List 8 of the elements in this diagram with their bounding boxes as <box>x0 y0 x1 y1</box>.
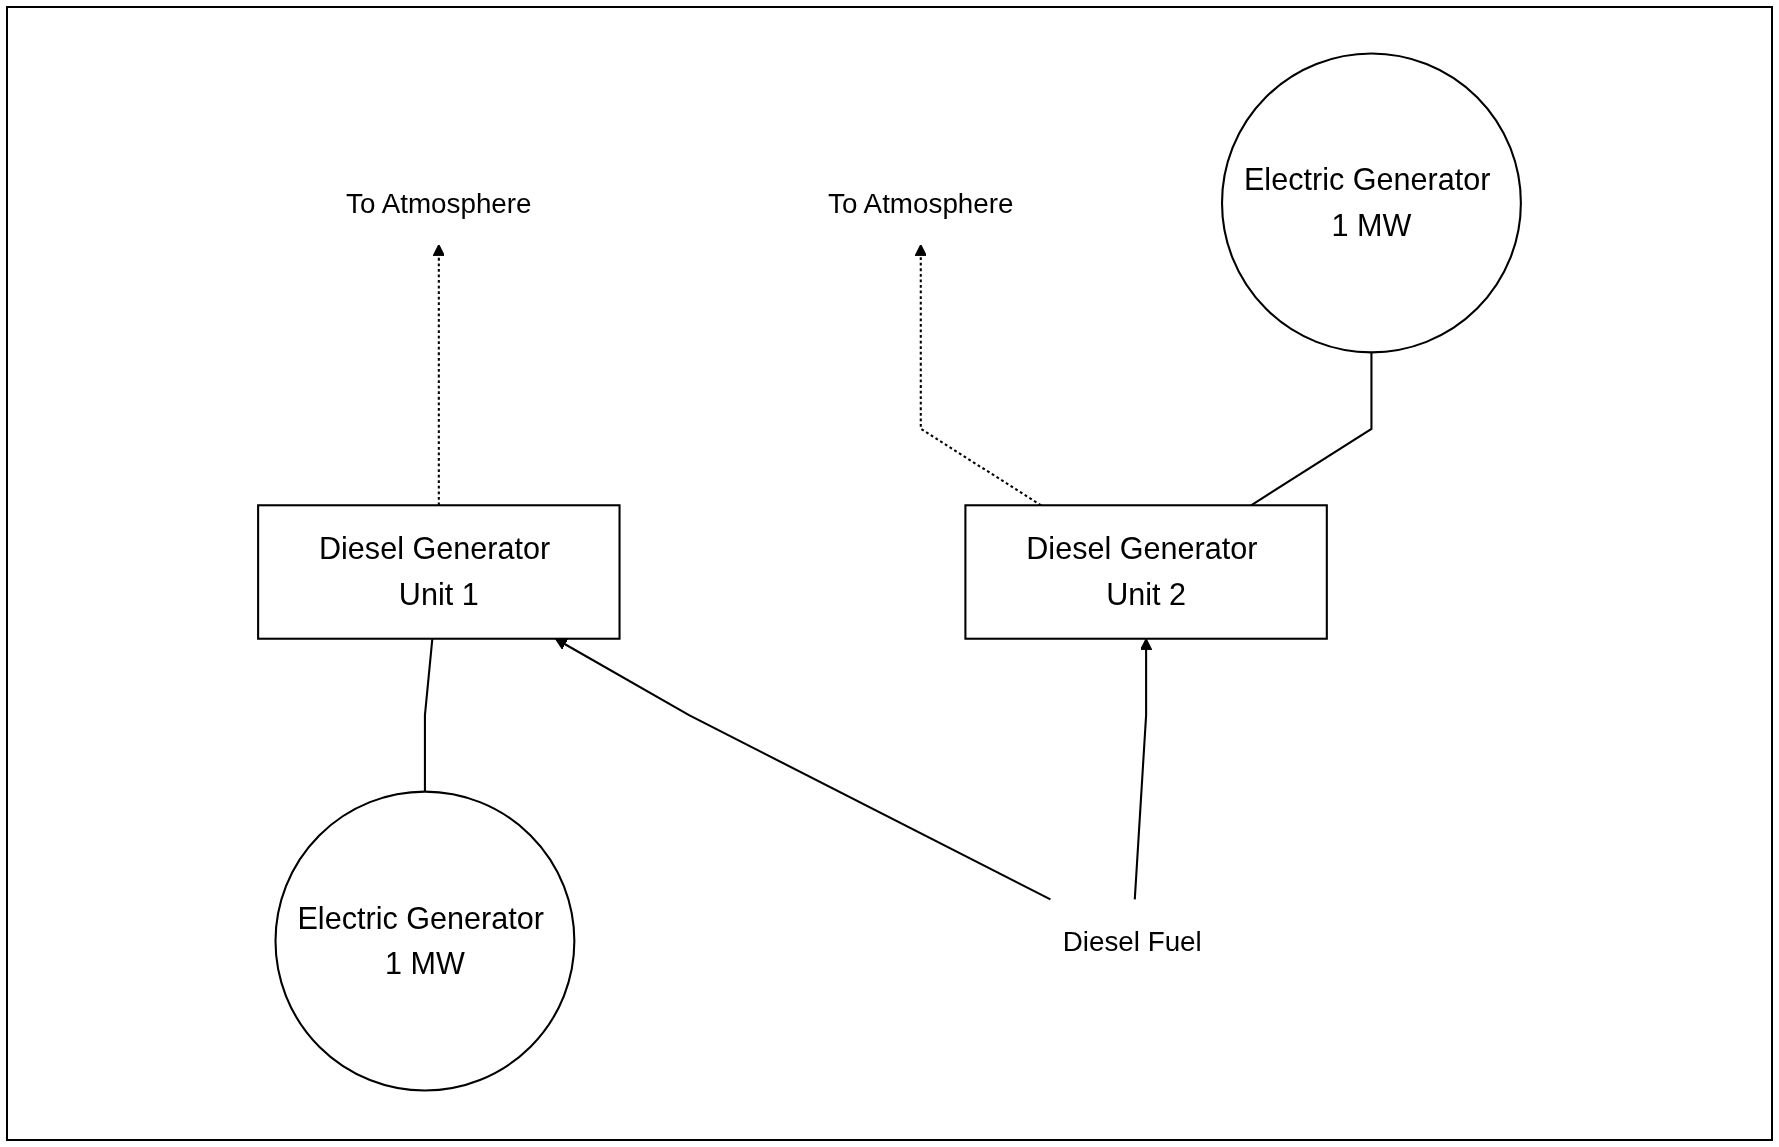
node-text: To Atmosphere <box>346 187 532 218</box>
node-box: Diesel Generator Unit 1 <box>257 503 621 640</box>
node-text: Diesel Fuel <box>1062 925 1202 956</box>
node-circle: Electric Generator 1 MW <box>1220 51 1522 353</box>
node-circle: Electric Generator 1 MW <box>274 790 576 1092</box>
node-text: To Atmosphere <box>828 187 1014 218</box>
connector <box>423 638 434 792</box>
node-box: Diesel Generator Unit 2 <box>964 503 1328 640</box>
